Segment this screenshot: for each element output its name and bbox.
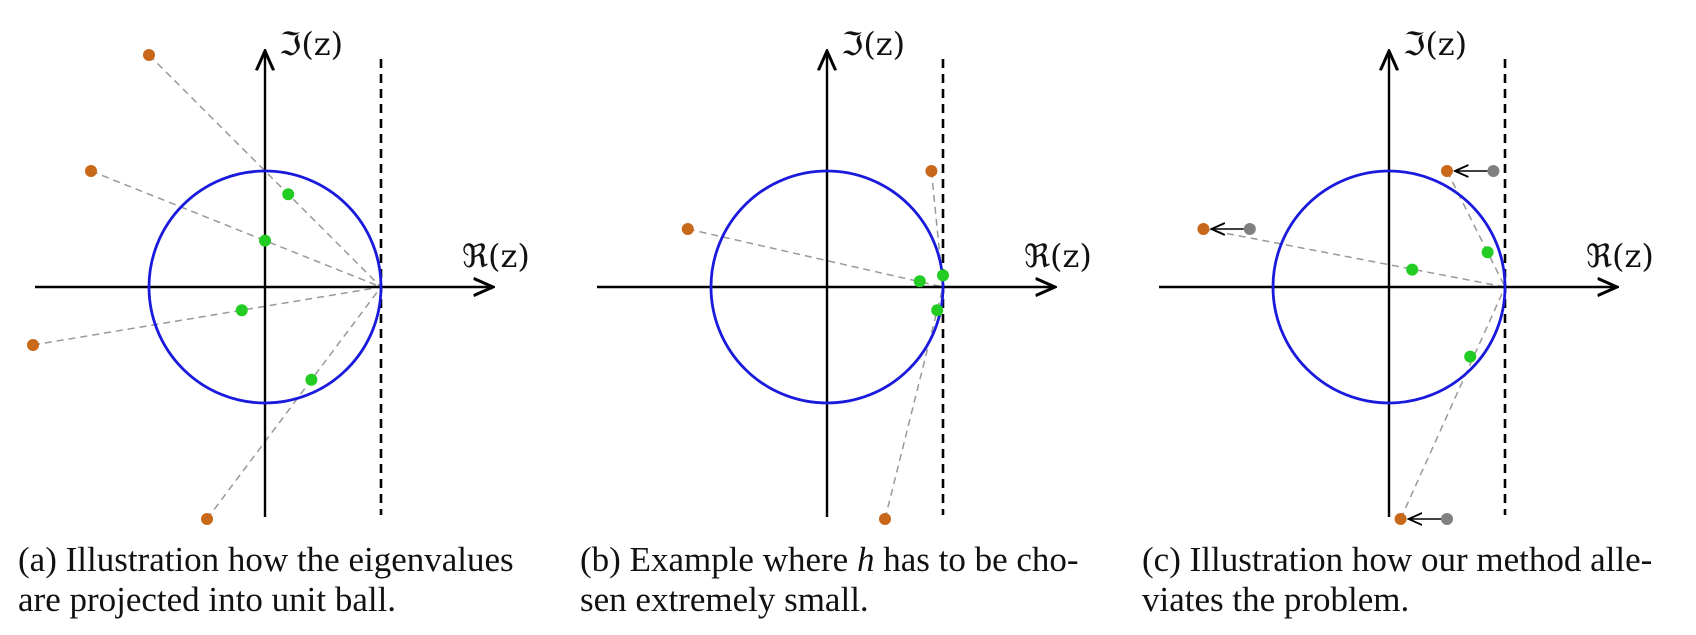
- real-axis-label: ℜ(z): [462, 237, 530, 275]
- projected-point: [1406, 263, 1419, 276]
- caption-a-line1: (a) Illustration how the eigenvalues: [18, 540, 514, 579]
- panel-c: ℜ(z) ℑ(z): [1159, 25, 1654, 525]
- eigenvalue-point: [681, 223, 694, 235]
- eigenvalue-point: [925, 165, 938, 177]
- projected-point: [1481, 246, 1494, 259]
- math-h: h: [856, 540, 875, 579]
- eigenvalue-point: [1197, 223, 1210, 235]
- projection-line: [148, 54, 382, 288]
- imaginary-axis-label: ℑ(z): [841, 25, 905, 63]
- caption-b-line2: sen extremely small.: [580, 580, 869, 619]
- caption-a-line2: are projected into unit ball.: [18, 580, 397, 619]
- projection-line: [1399, 286, 1506, 520]
- projection-line: [687, 228, 944, 288]
- caption-b: (b) Example where h has to be cho- sen e…: [580, 540, 1079, 620]
- real-axis-label: ℜ(z): [1024, 237, 1092, 275]
- caption-c-line1: (c) Illustration how our method alle-: [1142, 540, 1653, 579]
- projection-line: [206, 286, 382, 520]
- projected-point: [913, 275, 926, 288]
- projected-point: [931, 304, 944, 317]
- eigenvalue-point: [1441, 165, 1453, 177]
- eigenvalue-point: [27, 339, 39, 351]
- unit-circle: [1271, 169, 1507, 405]
- real-axis-label: ℜ(z): [1586, 237, 1654, 275]
- projection-line: [884, 286, 944, 520]
- eigenvalue-point: [1394, 513, 1407, 525]
- unit-circle: [147, 169, 383, 405]
- eigenvalue-point: [879, 513, 891, 525]
- imaginary-axis-label: ℑ(z): [1403, 25, 1467, 63]
- unit-circle: [709, 169, 945, 405]
- projection-line: [90, 170, 382, 288]
- caption-c-line2: viates the problem.: [1142, 580, 1410, 619]
- caption-c: (c) Illustration how our method alle- vi…: [1142, 540, 1652, 620]
- projected-point: [282, 188, 295, 201]
- caption-a: (a) Illustration how the eigenvalues are…: [18, 540, 514, 620]
- original-eigenvalue-point: [1487, 165, 1500, 177]
- original-eigenvalue-point: [1243, 223, 1256, 235]
- projected-point: [1464, 350, 1477, 363]
- original-eigenvalue-point: [1441, 513, 1453, 525]
- eigenvalue-point: [143, 49, 155, 61]
- projected-point: [305, 373, 318, 386]
- projection-line: [32, 286, 382, 346]
- panel-a: ℜ(z) ℑ(z): [27, 25, 530, 525]
- projected-point: [259, 234, 271, 247]
- eigenvalue-point: [201, 513, 213, 525]
- eigenvalue-point: [85, 165, 97, 177]
- panels-group: ℜ(z) ℑ(z) ℜ(z) ℑ(z) ℜ(z) ℑ(z): [27, 25, 1654, 525]
- caption-b-line1: (b) Example where h has to be cho-: [580, 540, 1079, 579]
- projected-point: [937, 269, 949, 282]
- panel-b: ℜ(z) ℑ(z): [597, 25, 1092, 525]
- projection-line: [1446, 170, 1506, 288]
- projection-line: [1203, 228, 1506, 288]
- projected-point: [235, 304, 248, 317]
- imaginary-axis-label: ℑ(z): [279, 25, 343, 63]
